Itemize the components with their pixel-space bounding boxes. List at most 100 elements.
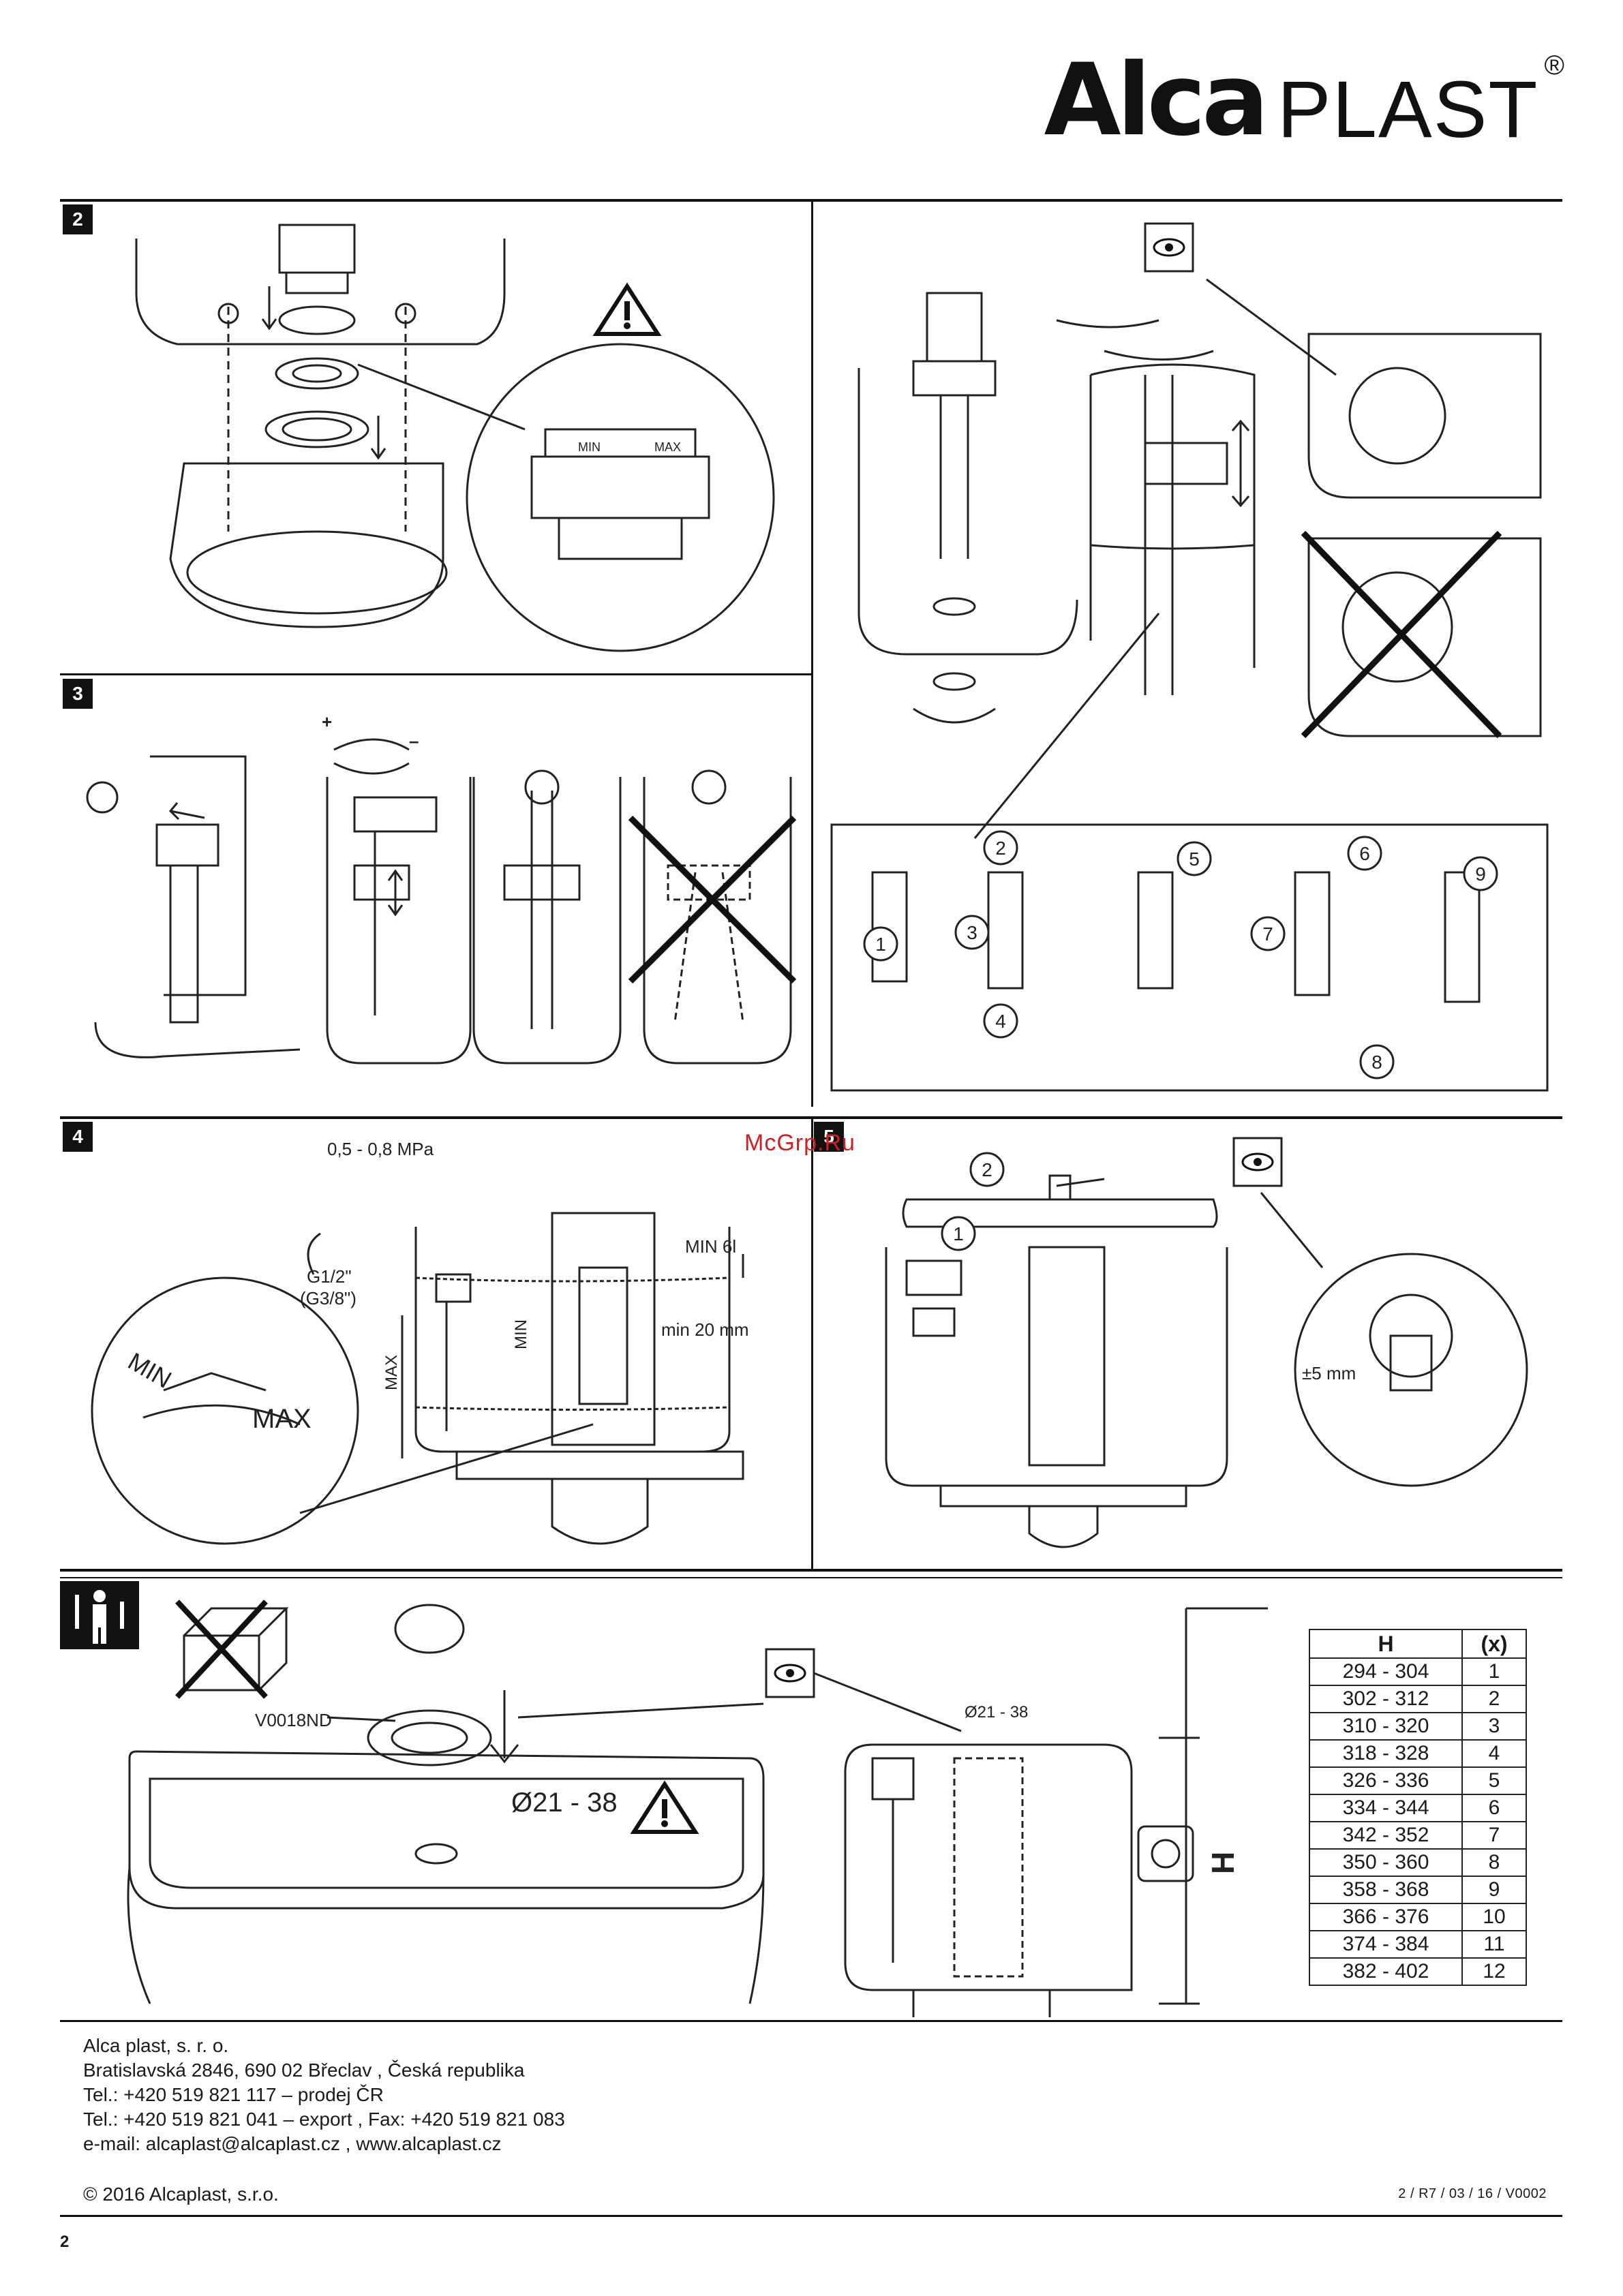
table-cell-x: 11 xyxy=(1461,1930,1527,1959)
product-code: V0018ND xyxy=(255,1710,332,1730)
diameter-small: Ø21 - 38 xyxy=(965,1703,1028,1721)
height-dimension-label: H xyxy=(1205,1852,1241,1874)
step-7: 7 xyxy=(1262,923,1273,945)
company-name: Alca plast, s. r. o. xyxy=(83,2035,229,2056)
rule-below-section2 xyxy=(60,673,812,675)
logo-alca: Alca xyxy=(1044,42,1269,158)
table-cell-h: 342 - 352 xyxy=(1309,1821,1463,1850)
table-cell-x: 5 xyxy=(1461,1766,1527,1795)
warning-triangle-icon xyxy=(592,282,662,336)
company-address: Alca plast, s. r. o. Bratislavská 2846, … xyxy=(83,2034,565,2156)
section5-step-1: 1 xyxy=(953,1223,964,1244)
table-cell-x: 10 xyxy=(1461,1903,1527,1931)
min-volume-label: MIN 6l xyxy=(685,1236,736,1257)
table-cell-x: 1 xyxy=(1461,1657,1527,1686)
table-header-x: (x) xyxy=(1461,1629,1527,1659)
eye-icon xyxy=(1153,238,1185,257)
min-level-label: MIN xyxy=(512,1319,530,1349)
dial-max-zoom-label: MAX xyxy=(252,1404,312,1434)
mid-vertical-rule-lower xyxy=(811,1116,813,1570)
rule-above-footer xyxy=(60,2020,1562,2022)
table-cell-h: 350 - 360 xyxy=(1309,1848,1463,1877)
logo-plast: PLAST xyxy=(1277,65,1539,155)
copyright: © 2016 Alcaplast, s.r.o. xyxy=(83,2184,279,2205)
no-box-cross-icon xyxy=(175,1599,268,1699)
company-contact-links[interactable]: e-mail: alcaplast@alcaplast.cz , www.alc… xyxy=(83,2133,502,2154)
table-cell-x: 3 xyxy=(1461,1712,1527,1741)
min-height-label: min 20 mm xyxy=(661,1319,749,1340)
section2-illustration: MIN MAX xyxy=(135,224,775,652)
table-cell-x: 6 xyxy=(1461,1794,1527,1822)
section5-step-2: 2 xyxy=(982,1159,992,1180)
company-street: Bratislavská 2846, 690 02 Břeclav , Česk… xyxy=(83,2060,525,2081)
rule-bottom-section-top-b xyxy=(60,1577,1562,1578)
step-9: 9 xyxy=(1475,863,1486,885)
company-phone-sales: Tel.: +420 519 821 117 – prodej ČR xyxy=(83,2084,384,2105)
brand-logo: Alca PLAST ® xyxy=(1044,48,1564,150)
section4-illustration: 0,5 - 0,8 MPa G1/2" (G3/8") MIN 6l min 2… xyxy=(91,1139,749,1545)
rule-bottom-section-top-a xyxy=(60,1569,1562,1572)
table-cell-x: 2 xyxy=(1461,1685,1527,1713)
table-cell-h: 374 - 384 xyxy=(1309,1930,1463,1959)
valve-assembly-illustration: 1 2 3 4 5 6 7 8 9 xyxy=(830,222,1549,1092)
table-cell-h: 358 - 368 xyxy=(1309,1876,1463,1904)
thread-label: G1/2" xyxy=(307,1266,352,1287)
rule-below-footer xyxy=(60,2215,1562,2217)
adjust-minus: – xyxy=(409,731,419,751)
section-number-5: 5 xyxy=(814,1122,844,1152)
table-cell-h: 310 - 320 xyxy=(1309,1712,1463,1741)
table-cell-h: 302 - 312 xyxy=(1309,1685,1463,1713)
eye-icon-section5 xyxy=(1241,1152,1274,1172)
table-cell-h: 366 - 376 xyxy=(1309,1903,1463,1931)
watermark: McGrp.Ru xyxy=(744,1130,855,1156)
eye-icon-bottom xyxy=(774,1664,806,1683)
step-6: 6 xyxy=(1359,843,1370,864)
page-number: 2 xyxy=(60,2233,70,2251)
section-number-2: 2 xyxy=(63,204,93,234)
mid-vertical-rule xyxy=(811,200,813,1107)
dial-min-zoom-label: MIN xyxy=(123,1347,177,1394)
logo-registered: ® xyxy=(1544,50,1564,80)
step-1: 1 xyxy=(875,934,886,955)
table-cell-x: 4 xyxy=(1461,1739,1527,1768)
section-number-4: 4 xyxy=(63,1122,93,1152)
step-5: 5 xyxy=(1189,848,1200,870)
table-cell-x: 7 xyxy=(1461,1821,1527,1850)
table-cell-x: 9 xyxy=(1461,1876,1527,1904)
table-cell-h: 318 - 328 xyxy=(1309,1739,1463,1768)
dial-max-label: MAX xyxy=(654,440,681,454)
tools-icon xyxy=(60,1581,139,1649)
adjust-plus: + xyxy=(322,711,332,732)
table-header-row: H (x) xyxy=(1309,1629,1527,1659)
max-level-label: MAX xyxy=(382,1355,401,1390)
step-2: 2 xyxy=(995,838,1006,859)
table-cell-h: 326 - 336 xyxy=(1309,1766,1463,1795)
thread-label-alt: (G3/8") xyxy=(300,1288,357,1308)
bottom-illustration: V0018ND Ø21 - 38 Ø21 - 38 H xyxy=(127,1599,1268,2017)
table-cell-h: 382 - 402 xyxy=(1309,1957,1463,1986)
table-cell-x: 12 xyxy=(1461,1957,1527,1986)
pressure-label: 0,5 - 0,8 MPa xyxy=(327,1139,434,1159)
company-phone-export: Tel.: +420 519 821 041 – export , Fax: +… xyxy=(83,2109,565,2130)
tolerance-label: ±5 mm xyxy=(1302,1363,1356,1383)
document-reference: 2 / R7 / 03 / 16 / V0002 xyxy=(1398,2186,1547,2201)
table-cell-h: 334 - 344 xyxy=(1309,1794,1463,1822)
step-3: 3 xyxy=(967,922,977,943)
table-cell-h: 294 - 304 xyxy=(1309,1657,1463,1686)
step-8: 8 xyxy=(1371,1052,1382,1073)
forbidden-cross-icon-2 xyxy=(1301,530,1502,739)
warning-triangle-icon-bottom xyxy=(630,1780,699,1834)
step-4: 4 xyxy=(995,1011,1006,1032)
